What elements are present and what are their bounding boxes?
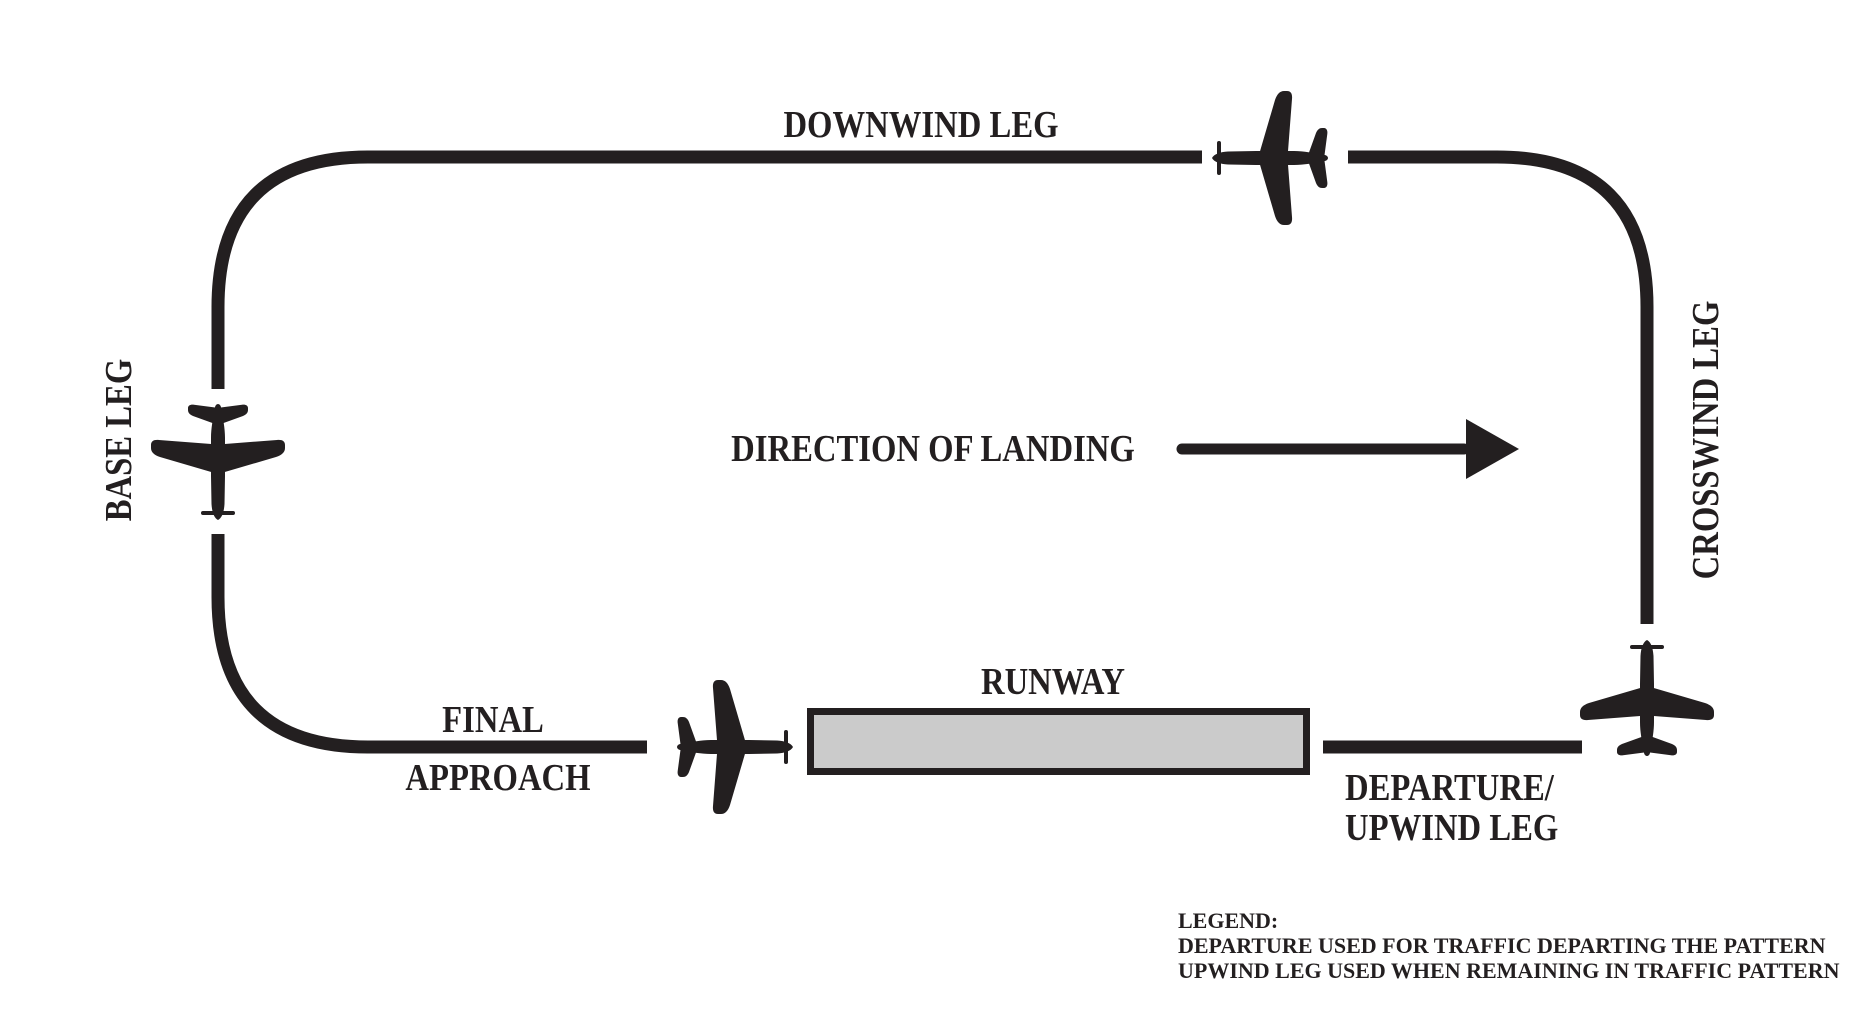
legend-block: LEGEND: DEPARTURE USED FOR TRAFFIC DEPAR… — [1178, 908, 1840, 983]
legend-line-departure: DEPARTURE USED FOR TRAFFIC DEPARTING THE… — [1178, 933, 1826, 958]
runway-label: RUNWAY — [980, 661, 1126, 703]
final-approach-label-line2: APPROACH — [405, 757, 591, 799]
crosswind-leg-label: CROSSWIND LEG — [1685, 300, 1727, 580]
downwind-airplane-icon — [1212, 91, 1328, 225]
base-leg-label: BASE LEG — [98, 358, 140, 522]
legend-title: LEGEND: — [1178, 908, 1279, 933]
final-approach-label-line1: FINAL — [442, 699, 544, 741]
departure-label-line2: UPWIND LEG — [1345, 807, 1559, 849]
runway-rect — [807, 708, 1310, 775]
right-arrow-icon — [1176, 419, 1519, 479]
legend-line-upwind: UPWIND LEG USED WHEN REMAINING IN TRAFFI… — [1178, 958, 1840, 983]
base-to-final-line — [211, 534, 647, 754]
downwind-leg-label: DOWNWIND LEG — [783, 104, 1059, 146]
direction-of-landing-label: DIRECTION OF LANDING — [731, 428, 1135, 470]
base-to-downwind-line — [211, 150, 1202, 389]
upwind-airplane-icon — [1580, 640, 1714, 756]
downwind-to-crosswind-line — [1348, 150, 1654, 624]
base-leg-airplane-icon — [151, 404, 285, 520]
departure-label-line1: DEPARTURE/ — [1345, 767, 1554, 809]
final-approach-airplane-icon — [677, 680, 793, 814]
